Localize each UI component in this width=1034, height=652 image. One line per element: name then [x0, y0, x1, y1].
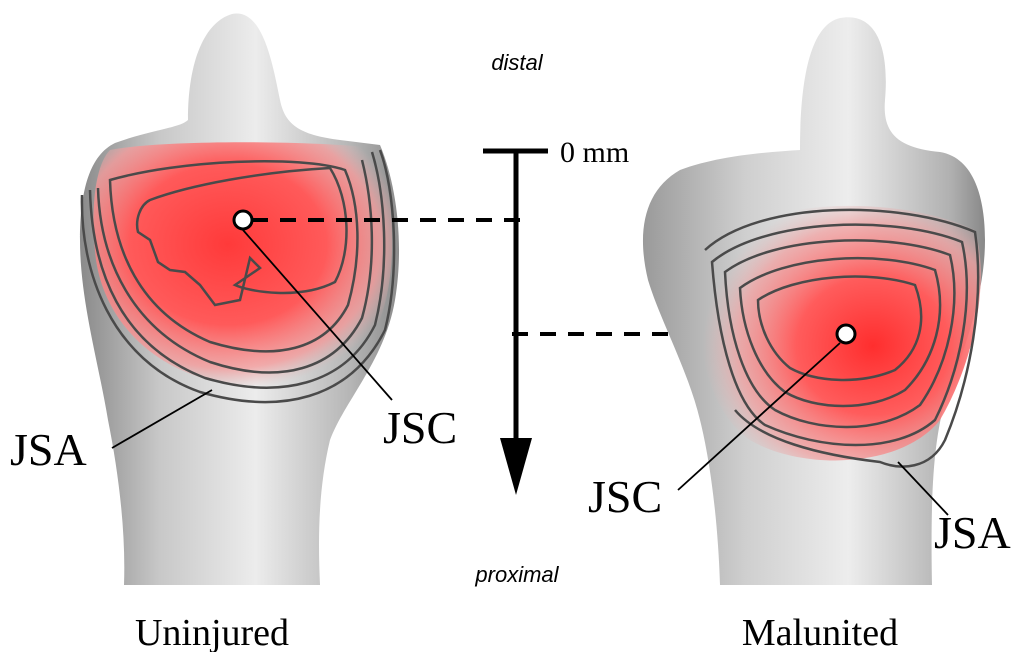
malunited-jsc-marker — [837, 325, 855, 343]
scale-zero-label: 0 mm — [560, 136, 629, 169]
uninjured-bone: JSA JSC Uninjured — [10, 14, 457, 652]
uninjured-jsa-label: JSA — [10, 424, 87, 475]
distal-label: distal — [491, 50, 543, 75]
malunited-jsa-label: JSA — [934, 507, 1011, 558]
uninjured-caption: Uninjured — [135, 612, 289, 652]
proximal-label: proximal — [474, 562, 559, 587]
scale-arrowhead — [500, 438, 532, 495]
malunited-jsc-label: JSC — [588, 471, 662, 522]
malunited-caption: Malunited — [742, 612, 898, 652]
uninjured-jsc-marker — [234, 211, 252, 229]
uninjured-jsc-label: JSC — [383, 402, 457, 453]
malunited-bone: JSC JSA Malunited — [588, 17, 1011, 652]
